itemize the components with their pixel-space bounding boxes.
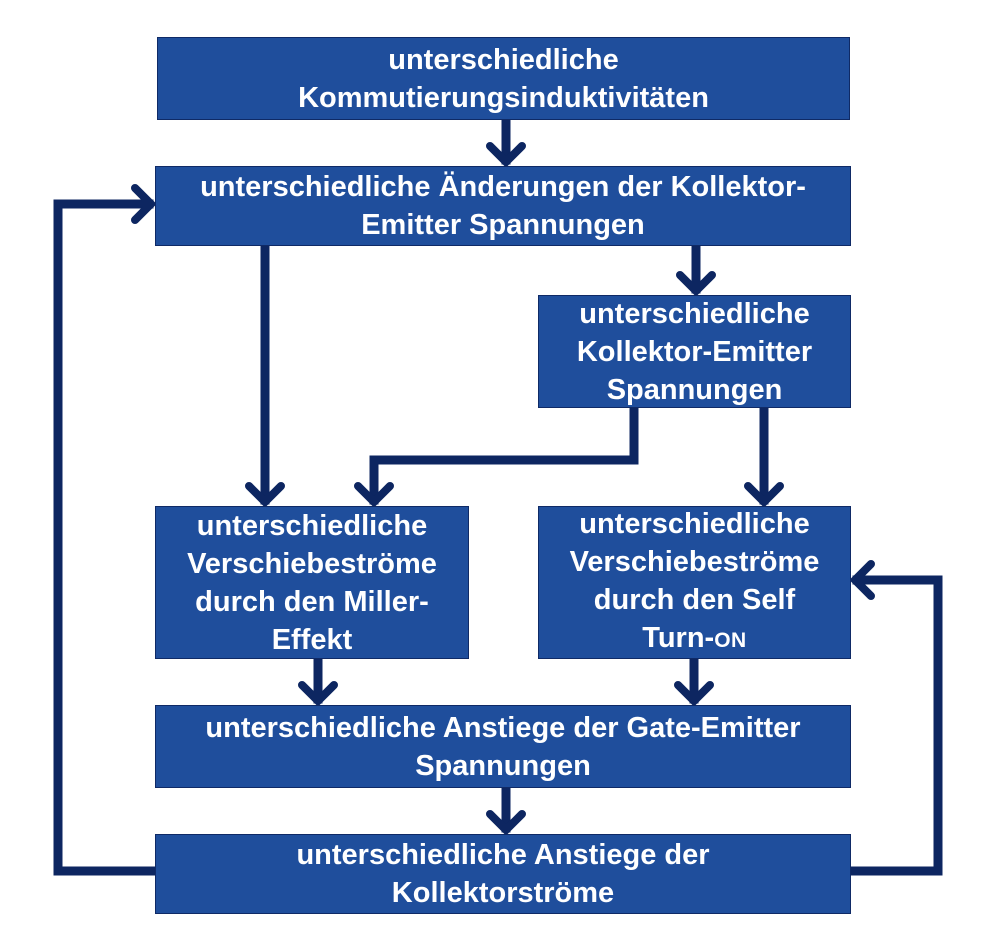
box-text-line: unterschiedliche <box>579 297 810 330</box>
box-text-turn: Turn- <box>642 622 715 654</box>
arrowhead-down <box>486 810 526 836</box>
arrowhead-left <box>849 560 875 600</box>
box-miller-currents: unterschiedliche Verschiebeströme durch … <box>155 506 469 659</box>
box-text-line: unterschiedliche Änderungen der Kollekto… <box>200 171 806 203</box>
box-text-line-turn-on: Turn-ON <box>570 619 820 660</box>
arrowhead-down <box>298 681 338 707</box>
box-text-line: Kollektorströme <box>391 877 615 909</box>
arrowhead-down <box>744 482 784 508</box>
feedback-loop-left <box>53 199 160 876</box>
box-text-line: unterschiedliche <box>196 509 428 542</box>
box-text-line: Effekt <box>271 623 353 656</box>
box-ce-voltages: unterschiedliche Kollektor-Emitter Spann… <box>538 295 851 408</box>
box-text-line: unterschiedliche <box>579 508 810 540</box>
arrowhead-down <box>354 482 394 508</box>
arrowhead-right <box>131 184 157 224</box>
arrowhead-down <box>486 142 526 168</box>
box-text-line: Kommutierungsinduktivitäten <box>298 81 709 114</box>
arrowhead-down <box>674 681 714 707</box>
box-text-line: durch den Self <box>593 584 796 616</box>
box-text-line: durch den Miller- <box>195 585 429 618</box>
arrowhead-down <box>676 271 716 297</box>
box-text-line: unterschiedliche Anstiege der <box>296 839 710 871</box>
arrowhead-down <box>245 482 285 508</box>
box-commutation-inductances: unterschiedliche Kommutierungsinduktivit… <box>157 37 850 120</box>
box-self-turn-on-currents: unterschiedliche Verschiebeströme durch … <box>538 506 851 659</box>
box-text-line: Emitter Spannungen <box>361 209 645 241</box>
box-text-line: Verschiebeströme <box>569 546 820 578</box>
box-text-line: Verschiebeströme <box>187 547 437 580</box>
box-text-line: unterschiedliche <box>388 43 619 76</box>
box-collector-current-rise: unterschiedliche Anstiege der Kollektors… <box>155 834 851 914</box>
box-ce-voltage-changes: unterschiedliche Änderungen der Kollekto… <box>155 166 851 246</box>
connector-ce-voltages-to-miller <box>369 403 639 505</box>
box-gate-emitter-rise: unterschiedliche Anstiege der Gate-Emitt… <box>155 705 851 788</box>
box-text-line: Spannungen <box>415 749 591 782</box>
box-text-line: Spannungen <box>606 373 783 406</box>
box-text-line: Kollektor-Emitter <box>576 335 813 368</box>
feedback-loop-right <box>846 575 943 876</box>
box-text-on: ON <box>714 629 747 652</box>
box-text-line: unterschiedliche Anstiege der Gate-Emitt… <box>205 711 801 744</box>
